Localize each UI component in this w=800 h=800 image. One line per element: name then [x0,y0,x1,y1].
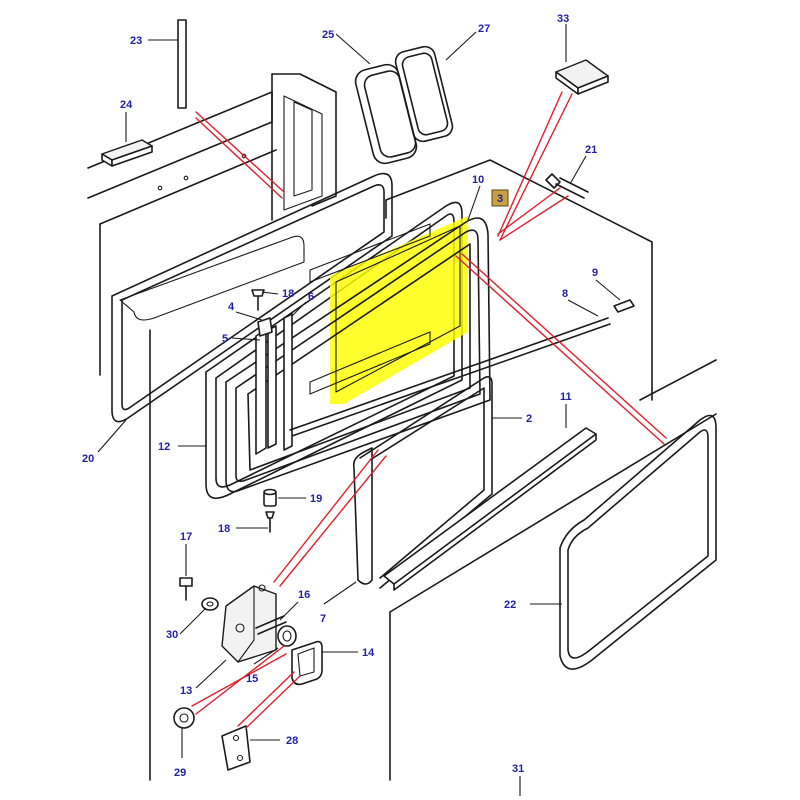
part-4-clip [257,317,273,337]
part-9-cap [613,299,635,313]
callout-20: 20 [82,453,94,465]
callout-14: 14 [362,647,375,659]
part-21-pin [545,173,589,199]
callout-10: 10 [472,174,484,186]
part-16-spindle [255,615,287,635]
guide-lines [191,91,667,729]
callout-15: 15 [246,673,258,685]
part-33-pad [555,59,609,95]
part-18a-screw [251,289,265,311]
part-24-bracket [101,139,153,167]
callout-25: 25 [322,29,334,41]
callout-2: 2 [526,413,532,425]
callout-18a: 18 [282,288,294,300]
callout-30: 30 [166,629,178,641]
callout-labels: 23 24 25 27 33 21 10 3 9 8 4 18 6 5 20 1… [82,13,598,779]
callout-7: 7 [320,613,326,625]
part-11-track [383,427,597,591]
leader-lines [97,24,621,796]
part-18b-screw [265,511,275,533]
part-3-glass-highlight [330,216,468,404]
part-27-seal [394,45,454,143]
callout-5: 5 [222,333,228,345]
part-22-seal [559,414,717,670]
part-28-plate [221,725,251,771]
callout-24: 24 [120,99,133,111]
callout-13: 13 [180,685,192,697]
callout-33: 33 [557,13,569,25]
part-5-channel [255,325,277,455]
part-7-seal [352,447,373,585]
callout-29: 29 [174,767,186,779]
part-29-grommet [173,707,195,729]
callout-11: 11 [560,391,572,403]
part-10-glass-frame [225,217,491,493]
callout-28: 28 [286,735,298,747]
callout-18b: 18 [218,523,230,535]
callout-19: 19 [310,493,322,505]
part-15-bush [277,625,297,647]
callout-4: 4 [228,301,235,313]
part-30-washer [201,597,219,611]
callout-6: 6 [308,291,314,303]
part-19-bushing [263,488,277,507]
part-8-rod [289,317,611,437]
part-20-outer-seal [111,172,393,423]
callout-12: 12 [158,441,170,453]
part-6-channel [283,313,293,451]
callout-27: 27 [478,23,490,35]
body-panels [87,73,717,781]
callout-3: 3 [497,193,503,205]
callout-31: 31 [512,763,524,775]
callout-9: 9 [592,267,598,279]
part-14-handle-plate [291,640,323,686]
callout-17: 17 [180,531,192,543]
part-12-frame [205,201,463,500]
part-2-panel [359,376,493,589]
callout-8: 8 [562,288,568,300]
part-3-badge [491,189,509,207]
part-17-bolt [179,577,193,601]
part-23-strip [177,19,187,109]
callout-21: 21 [585,144,597,156]
callout-23: 23 [130,35,142,47]
part-13-catch-body [221,584,277,663]
highlight-area [330,216,468,404]
callout-22: 22 [504,599,516,611]
callout-16: 16 [298,589,310,601]
